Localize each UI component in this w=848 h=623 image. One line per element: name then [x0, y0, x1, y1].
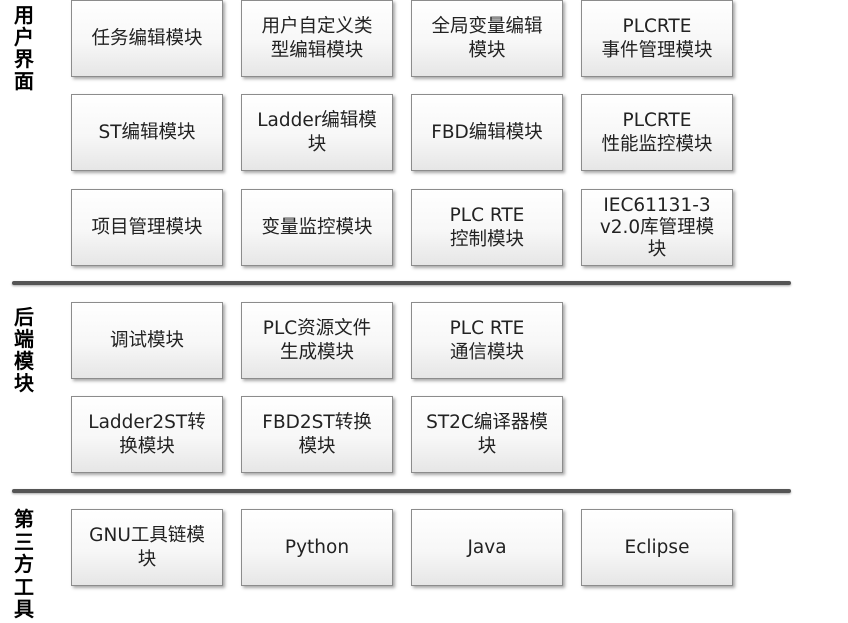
module-fbd-editor: FBD编辑模块 — [411, 94, 563, 171]
tool-java: Java — [411, 509, 563, 586]
section-label-char: 界 — [14, 47, 34, 71]
module-plc-rte-comm: PLC RTE 通信模块 — [411, 302, 563, 379]
module-fbd2st: FBD2ST转换 模块 — [241, 396, 393, 473]
module-debug: 调试模块 — [71, 302, 223, 379]
section-label-ui: 用 户 界 面 — [13, 4, 35, 92]
section-label-char: 端 — [14, 327, 34, 351]
module-project-manager: 项目管理模块 — [71, 189, 223, 266]
module-gnu-toolchain: GNU工具链模 块 — [71, 509, 223, 586]
section-label-thirdparty: 第 三 方 工 具 — [13, 508, 35, 621]
tool-eclipse: Eclipse — [581, 509, 733, 586]
module-task-editor: 任务编辑模块 — [71, 0, 223, 77]
section-label-char: 户 — [14, 25, 34, 49]
module-st2c-compiler: ST2C编译器模 块 — [411, 396, 563, 473]
section-label-char: 模 — [14, 349, 34, 373]
module-iec-library-manager: IEC61131-3 v2.0库管理模 块 — [581, 189, 733, 266]
section-label-char: 工 — [14, 574, 34, 599]
module-st-editor: ST编辑模块 — [71, 94, 223, 171]
module-global-var-editor: 全局变量编辑 模块 — [411, 0, 563, 77]
section-divider — [12, 489, 791, 493]
module-plc-rte-control: PLC RTE 控制模块 — [411, 189, 563, 266]
section-label-char: 三 — [14, 529, 34, 554]
module-ladder-editor: Ladder编辑模 块 — [241, 94, 393, 171]
module-plcrte-perf-monitor: PLCRTE 性能监控模块 — [581, 94, 733, 171]
section-label-char: 方 — [14, 552, 34, 576]
tool-python: Python — [241, 509, 393, 586]
module-user-type-editor: 用户自定义类 型编辑模块 — [241, 0, 393, 77]
section-label-char: 块 — [14, 371, 34, 395]
section-label-char: 具 — [14, 597, 34, 621]
section-label-backend: 后 端 模 块 — [13, 306, 35, 394]
section-label-char: 后 — [14, 305, 34, 329]
module-plc-resource-gen: PLC资源文件 生成模块 — [241, 302, 393, 379]
module-var-monitor: 变量监控模块 — [241, 189, 393, 266]
section-label-char: 第 — [14, 507, 34, 531]
module-plcrte-event-manager: PLCRTE 事件管理模块 — [581, 0, 733, 77]
module-ladder2st: Ladder2ST转 换模块 — [71, 396, 223, 473]
section-divider — [12, 281, 791, 285]
section-label-char: 用 — [14, 3, 34, 27]
section-label-char: 面 — [14, 69, 34, 93]
